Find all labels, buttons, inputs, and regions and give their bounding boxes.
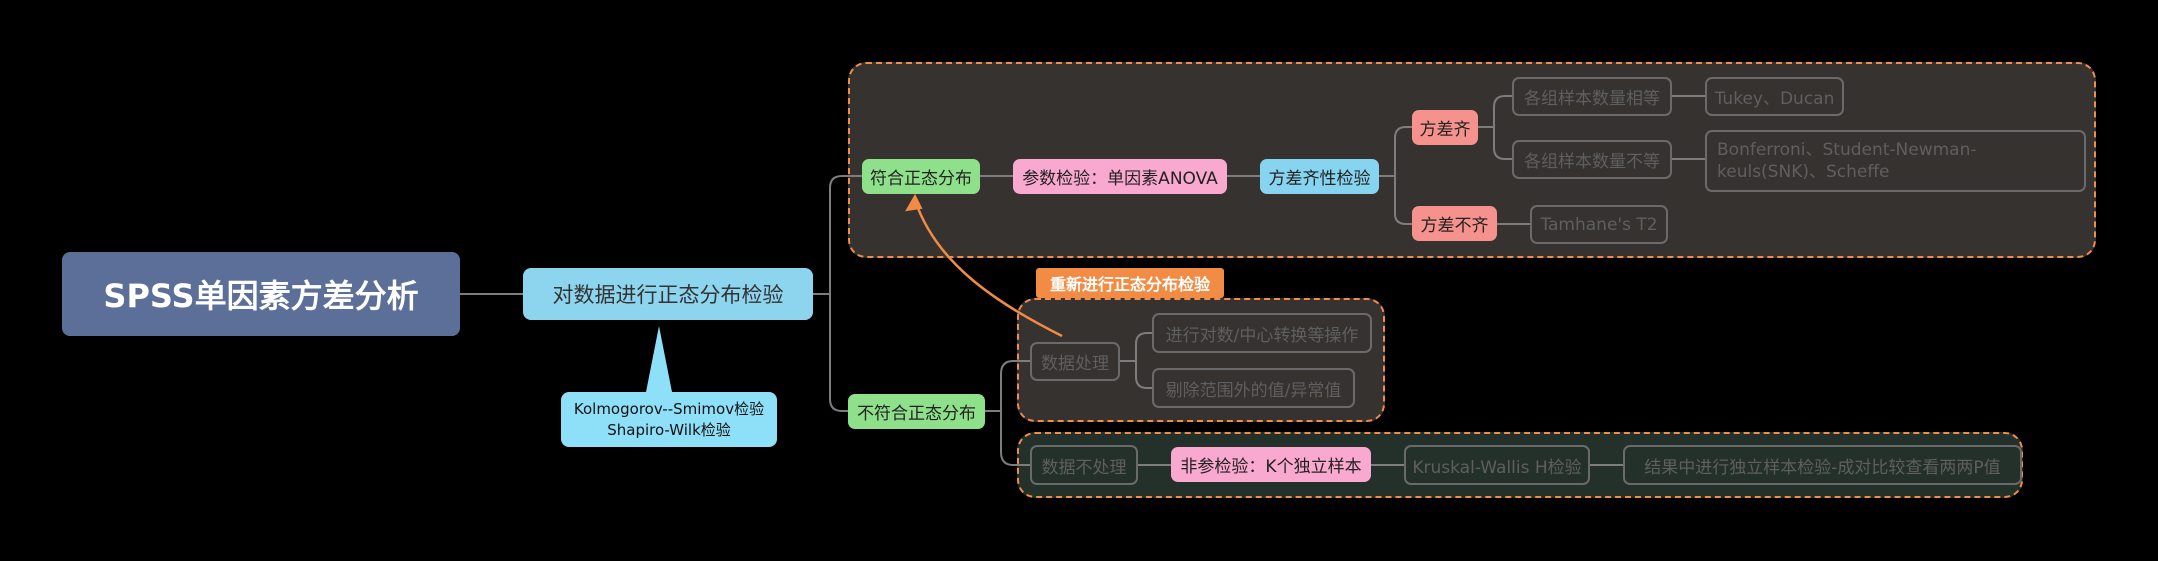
kruskal-wallis-topic[interactable]: Kruskal-Wallis H检验 [1404,445,1590,485]
boundary-data-processing [1017,298,1385,422]
tamhane-t2-topic[interactable]: Tamhane's T2 [1530,205,1668,244]
pairwise-comparison-topic[interactable]: 结果中进行独立样本检验-成对比较查看两两P值 [1623,445,2022,485]
root-topic[interactable]: SPSS单因素方差分析 [62,252,460,336]
relationship-label[interactable]: 重新进行正态分布检验 [1036,268,1224,298]
remove-outliers-topic[interactable]: 剔除范围外的值/异常值 [1152,368,1355,408]
equal-variance-topic[interactable]: 方差齐 [1412,110,1478,145]
equal-sample-size-topic[interactable]: 各组样本数量相等 [1512,77,1672,116]
unequal-variance-topic[interactable]: 方差不齐 [1412,206,1497,241]
bonferroni-snk-scheffe-topic[interactable]: Bonferroni、Student-Newman-keuls(SNK)、Sch… [1705,130,2086,192]
log-center-transform-topic[interactable]: 进行对数/中心转换等操作 [1152,313,1372,353]
homogeneity-test-topic[interactable]: 方差齐性检验 [1260,159,1379,194]
parametric-anova-topic[interactable]: 参数检验：单因素ANOVA [1013,159,1227,194]
tukey-ducan-topic[interactable]: Tukey、Ducan [1705,77,1844,116]
unequal-sample-size-topic[interactable]: 各组样本数量不等 [1512,140,1672,179]
nonparametric-test-topic[interactable]: 非参检验：K个独立样本 [1171,447,1371,482]
non-normal-distribution-topic[interactable]: 不符合正态分布 [848,394,985,429]
normal-distribution-topic[interactable]: 符合正态分布 [862,159,980,194]
no-processing-topic[interactable]: 数据不处理 [1030,445,1138,485]
callout-line-2: Shapiro-Wilk检验 [607,420,731,439]
normality-methods-callout[interactable]: Kolmogorov--Smimov检验 Shapiro-Wilk检验 [561,392,777,447]
normality-test-topic[interactable]: 对数据进行正态分布检验 [523,268,813,320]
callout-line-1: Kolmogorov--Smimov检验 [573,399,765,418]
data-processing-topic[interactable]: 数据处理 [1030,342,1120,381]
